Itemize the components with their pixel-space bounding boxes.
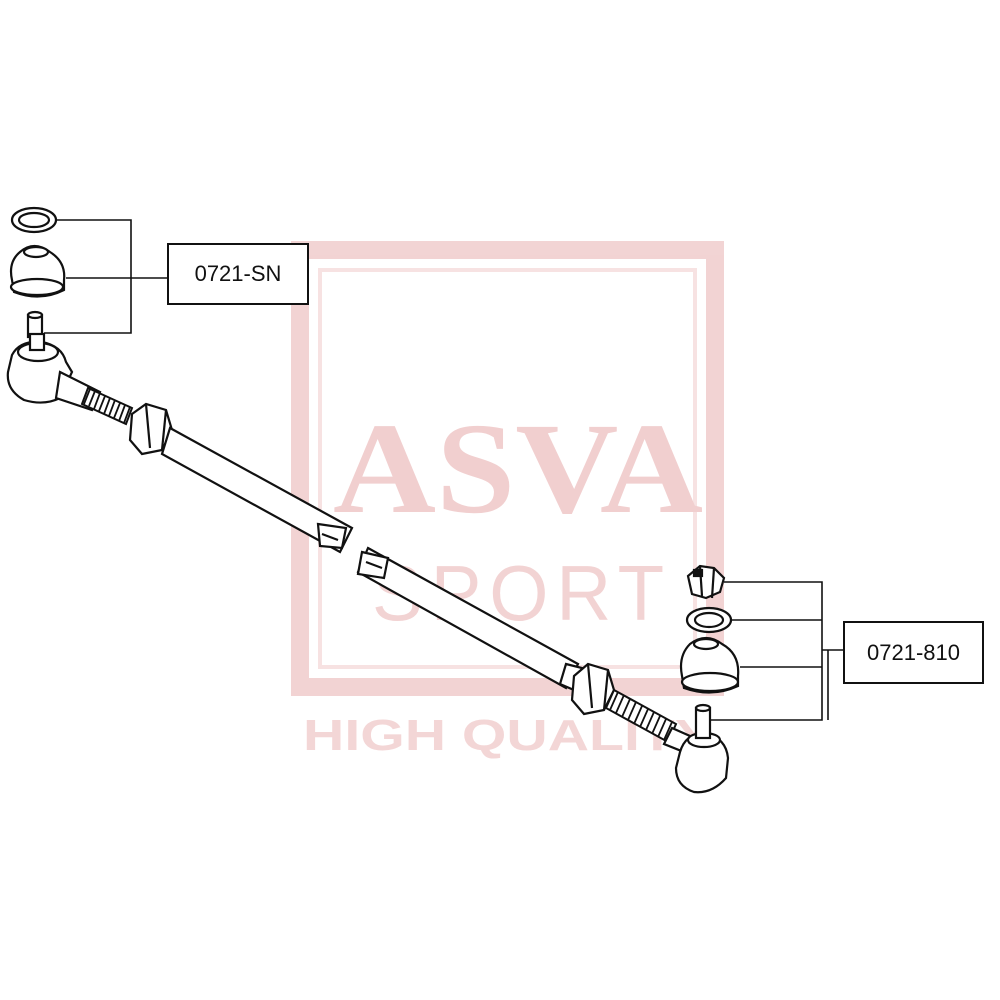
lower-exploded-parts bbox=[679, 564, 740, 694]
left-threaded-section bbox=[80, 386, 134, 426]
upper-dust-boot bbox=[9, 244, 66, 298]
part-number-text: 0721-SN bbox=[194, 261, 282, 286]
upper-exploded-parts bbox=[9, 206, 66, 339]
part-number-label-upper: 0721-SN bbox=[167, 243, 309, 305]
upper-clip-ring bbox=[10, 206, 58, 234]
lower-clip-ring bbox=[685, 606, 733, 634]
lower-dust-boot bbox=[679, 636, 740, 694]
watermark-brand: ASVA bbox=[333, 397, 703, 541]
watermark-frame-inner bbox=[318, 268, 697, 669]
adjusting-tube bbox=[160, 426, 584, 692]
right-threaded-section bbox=[604, 688, 678, 744]
lower-castle-nut bbox=[686, 564, 726, 600]
left-tie-rod-end bbox=[6, 332, 102, 412]
brand-watermark: ASVA SPORT HIGH QUALITY bbox=[291, 241, 724, 760]
part-number-text: 0721-810 bbox=[867, 639, 960, 665]
watermark-frame-outer bbox=[291, 241, 724, 696]
left-lock-nut bbox=[128, 402, 174, 456]
callout-leaders bbox=[44, 219, 843, 721]
upper-ball-stud bbox=[26, 310, 44, 339]
tube-left-half bbox=[160, 426, 354, 554]
right-tie-rod-end bbox=[662, 703, 730, 794]
part-number-label-lower: 0721-810 bbox=[843, 621, 984, 684]
